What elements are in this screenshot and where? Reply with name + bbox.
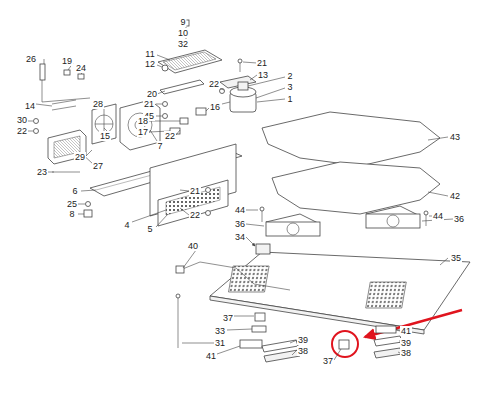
callout-number: 26 xyxy=(25,54,37,64)
callout-number: 44 xyxy=(432,211,444,221)
callout-number: 37 xyxy=(222,313,234,323)
callout-number: 17 xyxy=(137,127,149,137)
callout-number: 38 xyxy=(400,348,412,358)
callout-number: 14 xyxy=(24,101,36,111)
callout-number: 41 xyxy=(205,351,217,361)
callout-number: 12 xyxy=(144,59,156,69)
callout-number: 13 xyxy=(257,70,269,80)
callout-number: 9 xyxy=(179,17,186,27)
callout-number: 21 xyxy=(256,58,268,68)
callout-number: 39 xyxy=(400,338,412,348)
callout-number: 25 xyxy=(66,199,78,209)
callout-number: 2 xyxy=(286,71,293,81)
callout-number: 29 xyxy=(74,152,86,162)
callout-number: 27 xyxy=(92,161,104,171)
callout-number: 18 xyxy=(137,116,149,126)
callout-number: 39 xyxy=(297,335,309,345)
callout-number: 22 xyxy=(189,210,201,220)
callout-number: 44 xyxy=(234,205,246,215)
callout-number: 6 xyxy=(71,186,78,196)
callout-number: 35 xyxy=(450,253,462,263)
callout-number: 38 xyxy=(297,346,309,356)
callout-number: 41 xyxy=(400,326,412,336)
callout-number: 37 xyxy=(322,356,334,366)
callout-number: 8 xyxy=(68,209,75,219)
callout-number: 28 xyxy=(92,99,104,109)
callout-number: 36 xyxy=(453,214,465,224)
callout-number: 22 xyxy=(16,126,28,136)
callout-number: 16 xyxy=(209,102,221,112)
lower-assembly xyxy=(176,206,470,362)
callout-number: 32 xyxy=(177,39,189,49)
callout-number: 11 xyxy=(144,49,155,59)
callout-number: 21 xyxy=(143,99,155,109)
callout-number: 20 xyxy=(146,89,158,99)
callout-number: 43 xyxy=(449,132,461,142)
upper-assembly xyxy=(34,20,257,226)
callout-number: 30 xyxy=(16,115,28,125)
callout-number: 21 xyxy=(189,186,201,196)
callout-number: 40 xyxy=(187,241,199,251)
callout-number: 33 xyxy=(214,326,226,336)
callout-number: 7 xyxy=(156,141,163,151)
callout-number: 36 xyxy=(234,219,246,229)
callout-number: 1 xyxy=(286,94,293,104)
callout-number: 15 xyxy=(99,131,111,141)
callout-number: 42 xyxy=(449,191,461,201)
callout-number: 23 xyxy=(36,167,48,177)
callout-number: 5 xyxy=(146,224,153,234)
callout-number: 24 xyxy=(75,63,87,73)
callout-number: 31 xyxy=(214,338,226,348)
callout-number: 3 xyxy=(286,82,293,92)
callout-number: 4 xyxy=(123,220,130,230)
insulation-sheets xyxy=(262,112,440,214)
callout-number: 22 xyxy=(208,79,220,89)
callout-number: 22 xyxy=(164,131,176,141)
callout-number: 10 xyxy=(177,28,189,38)
callout-number: 19 xyxy=(61,56,73,66)
callout-number: 34 xyxy=(234,232,246,242)
leader-lines xyxy=(27,55,453,360)
